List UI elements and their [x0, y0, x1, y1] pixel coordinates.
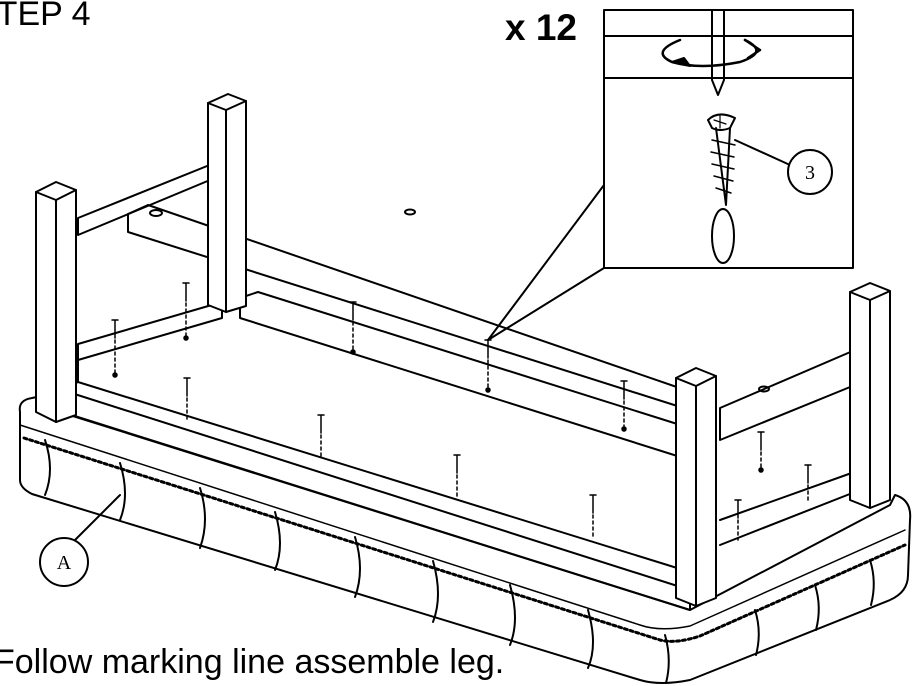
- screw-quantity: x 12: [505, 7, 578, 48]
- screw-detail-inset: [487, 9, 854, 341]
- seat-callout-label: A: [57, 552, 72, 574]
- table-legs: [35, 93, 891, 607]
- screws: [111, 282, 812, 541]
- seat-callout: [39, 494, 121, 587]
- step-title: STEP 4: [0, 0, 91, 33]
- screw-callout-label: 3: [805, 162, 815, 184]
- instruction-text: Follow marking line assemble leg.: [0, 643, 505, 681]
